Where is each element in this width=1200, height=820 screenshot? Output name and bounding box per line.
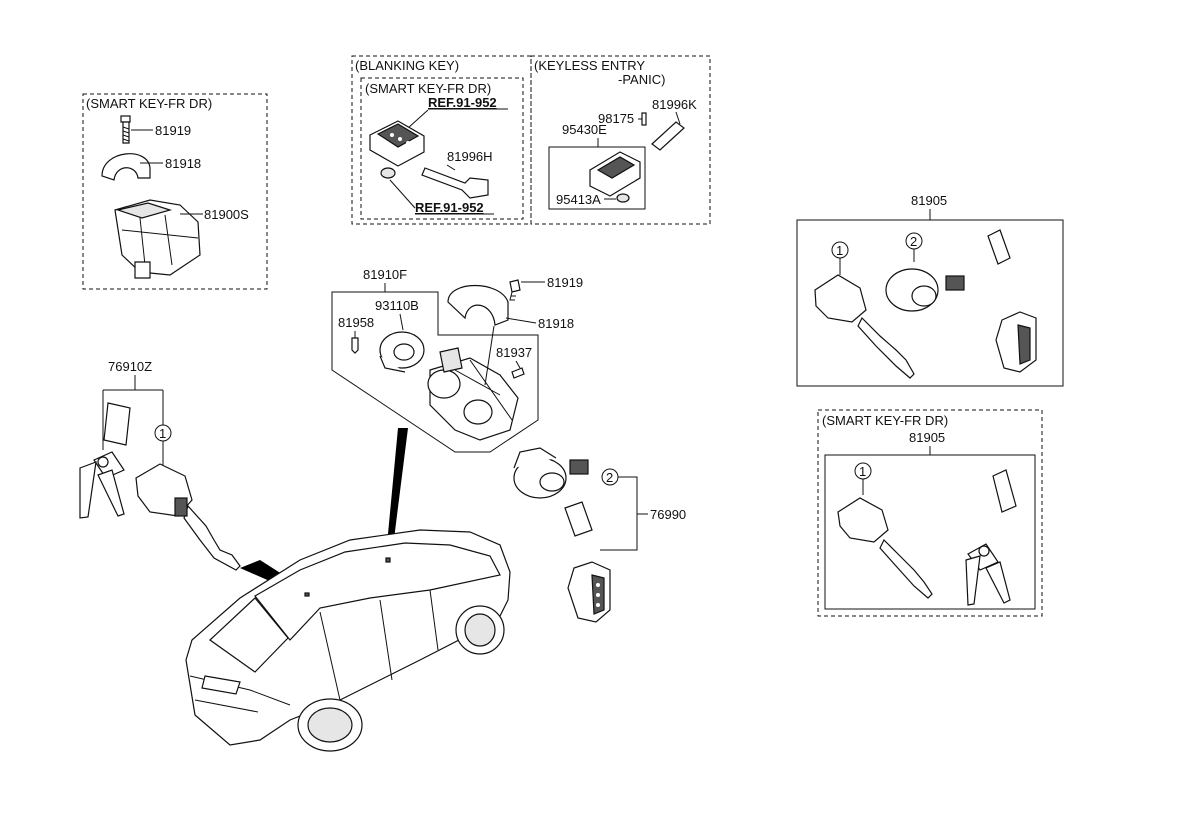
- lock-cylinder-93110b-icon: [379, 331, 425, 373]
- callout-2-top-label: 2: [910, 234, 917, 249]
- keys-76910z-icon: [79, 451, 125, 519]
- keyless-entry-title-1: (KEYLESS ENTRY: [534, 58, 645, 73]
- smart-key-right-box: [817, 409, 1043, 617]
- label-81958: 81958: [338, 315, 374, 330]
- label-95430e: 95430E: [562, 122, 607, 137]
- label-81918-center: 81918: [538, 316, 574, 331]
- assembly-outline: [331, 291, 539, 453]
- smart-key-inner-box: [360, 77, 524, 220]
- ignition-lock-76990-icon: [513, 447, 589, 499]
- label-81996h: 81996H: [447, 149, 493, 164]
- label-93110b: 93110B: [375, 298, 419, 313]
- callout-1-top-label: 1: [836, 243, 843, 258]
- screw-81919-left-icon: [120, 115, 131, 144]
- blank-key-81996h-icon: [421, 167, 489, 199]
- steering-lock-body-icon: [427, 347, 519, 441]
- ref-91-952-top[interactable]: REF.91-952: [428, 95, 497, 110]
- door-lock-cylinder-top-icon: [814, 274, 915, 379]
- screw-81919-center-icon: [509, 291, 516, 301]
- car-illustration: [185, 529, 511, 752]
- kit-81905-bottom-box: [824, 454, 1036, 610]
- label-81900s: 81900S: [204, 207, 249, 222]
- smart-key-fob-76990-icon: [567, 561, 611, 623]
- kit-81905-top-group: 81905 1 2: [796, 193, 1064, 387]
- blanking-key-title: (BLANKING KEY): [355, 58, 459, 73]
- smart-key-inner-title: (SMART KEY-FR DR): [365, 81, 491, 96]
- label-81919-left: 81919: [155, 123, 191, 138]
- keyless-entry-group: (KEYLESS ENTRY -PANIC) 98175 81996K 9543…: [530, 55, 711, 225]
- bolt-81958-icon: [351, 337, 359, 354]
- bolt-81937-icon: [511, 367, 525, 379]
- blanking-key-group: (BLANKING KEY) (SMART KEY-FR DR) REF.91-…: [351, 55, 532, 225]
- smart-key-left-title: (SMART KEY-FR DR): [86, 96, 212, 111]
- ref-91-952-bottom[interactable]: REF.91-952: [415, 200, 484, 215]
- pointer-arrow-to-car-top: [386, 428, 408, 555]
- smart-key-fob-icon: [369, 120, 425, 167]
- callout-1-bottom-label: 1: [859, 464, 866, 479]
- pin-98175-icon: [641, 112, 647, 126]
- label-95413a: 95413A: [556, 192, 601, 207]
- shroud-81918-center-icon: [447, 284, 509, 326]
- callout-1-left-label: 1: [159, 426, 166, 441]
- battery-icon: [380, 167, 396, 179]
- label-81905-top: 81905: [911, 193, 947, 208]
- screw-81919-center-head-icon: [509, 279, 521, 293]
- label-76910z: 76910Z: [108, 359, 152, 374]
- key-set-76910z-group: 76910Z 1: [79, 359, 241, 571]
- key-tag-76990-icon: [564, 501, 593, 537]
- key-blade-81996k-icon: [651, 121, 685, 151]
- key-tag-bottom-icon: [992, 469, 1017, 513]
- label-81919-center: 81919: [547, 275, 583, 290]
- ignition-lock-top-icon: [885, 268, 965, 312]
- label-81910f: 81910F: [363, 267, 407, 282]
- smart-key-fob-top-icon: [995, 311, 1037, 373]
- lock-body-81900s-icon: [114, 199, 201, 279]
- label-81918-left: 81918: [165, 156, 201, 171]
- label-81937: 81937: [496, 345, 532, 360]
- keys-bottom-icon: [965, 543, 1011, 606]
- smart-key-left-box: [82, 93, 268, 290]
- label-76990: 76990: [650, 507, 686, 522]
- kit-81905-top-box: [796, 219, 1064, 387]
- door-lock-cylinder-bottom-icon: [837, 497, 933, 599]
- kit-81905-bottom-group: (SMART KEY-FR DR) 81905 1: [817, 409, 1043, 617]
- door-lock-cylinder-left-icon: [135, 463, 241, 571]
- key-tag-icon: [103, 402, 131, 446]
- keyless-fob-icon: [589, 151, 641, 197]
- key-tag-top-icon: [987, 229, 1011, 265]
- key-set-76990-group: 2 76990: [513, 447, 686, 623]
- smart-key-right-title: (SMART KEY-FR DR): [822, 413, 948, 428]
- label-98175: 98175: [598, 111, 634, 126]
- keyless-entry-box: [530, 55, 711, 225]
- smart-key-fr-dr-left-group: (SMART KEY-FR DR) 81919 81918 81900S: [82, 93, 268, 290]
- battery-95413a-icon: [616, 193, 630, 203]
- label-81905-bottom: 81905: [909, 430, 945, 445]
- shroud-81918-left-icon: [101, 153, 151, 181]
- keyless-entry-title-2: -PANIC): [618, 72, 665, 87]
- label-81996k: 81996K: [652, 97, 697, 112]
- callout-2-center-label: 2: [606, 470, 613, 485]
- ignition-assembly-group: 81910F 93110B 81958 81919 81918 81937: [331, 267, 583, 453]
